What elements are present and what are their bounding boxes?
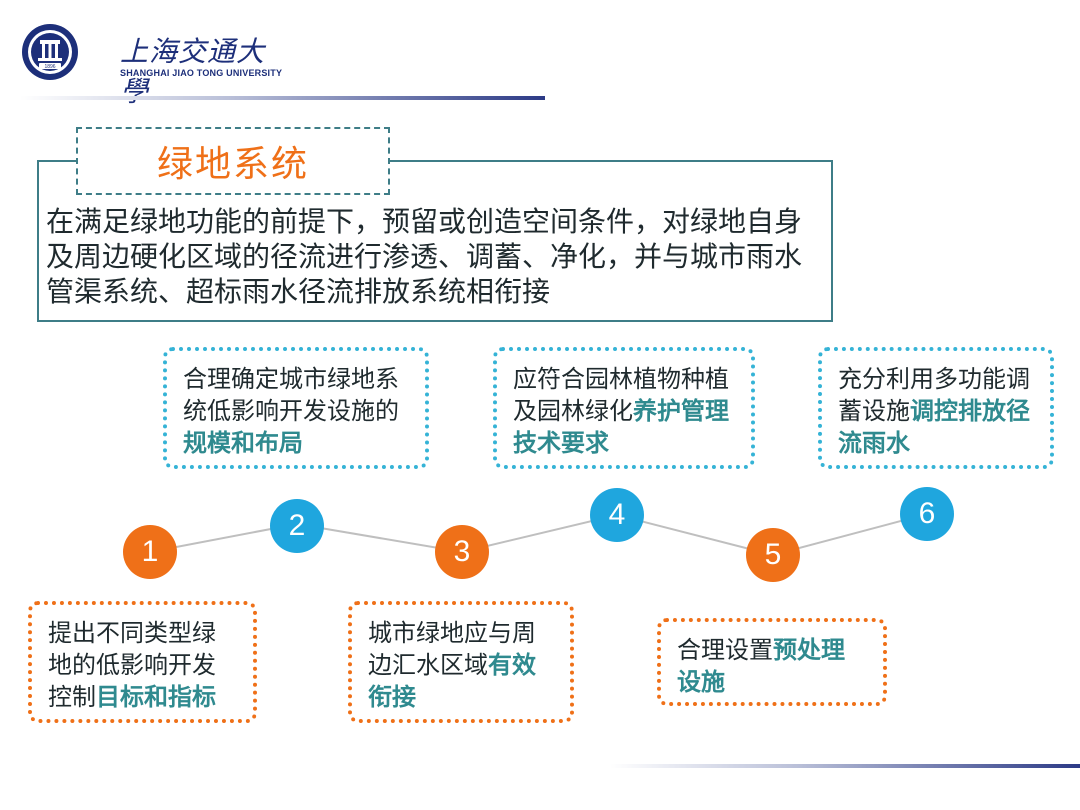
definition-text: 在满足绿地功能的前提下，预留或创造空间条件，对绿地自身及周边硬化区域的径流进行渗… xyxy=(46,205,803,308)
step-circle-5: 5 xyxy=(746,528,800,582)
step-highlight-4: 养护管理技术要求 xyxy=(513,397,729,457)
step-box-4: 应符合园林植物种植及园林绿化养护管理技术要求 xyxy=(493,347,755,469)
step-text-2: 合理确定城市绿地系统低影响开发设施的 xyxy=(183,365,399,425)
slide-title: 绿地系统 xyxy=(156,144,309,185)
step-text-4: 应符合园林植物种植及园林绿化 xyxy=(513,365,729,425)
step-text-3: 城市绿地应与周边汇水区域 xyxy=(368,619,536,679)
step-box-3: 城市绿地应与周边汇水区域有效衔接 xyxy=(348,601,574,723)
svg-text:1896: 1896 xyxy=(44,64,55,70)
step-circle-2: 2 xyxy=(270,499,324,553)
step-box-2: 合理确定城市绿地系统低影响开发设施的规模和布局 xyxy=(163,347,429,469)
step-highlight-6: 调控排放径流雨水 xyxy=(838,397,1030,457)
university-seal-icon: 1896 xyxy=(22,24,78,80)
step-circle-3: 3 xyxy=(435,525,489,579)
step-circle-6: 6 xyxy=(900,487,954,541)
step-highlight-2: 规模和布局 xyxy=(183,429,303,457)
logo-english-name: SHANGHAI JIAO TONG UNIVERSITY xyxy=(120,68,283,78)
step-text-6: 充分利用多功能调蓄设施 xyxy=(838,365,1030,425)
step-box-1: 提出不同类型绿地的低影响开发控制目标和指标 xyxy=(28,601,257,723)
step-highlight-1: 目标和指标 xyxy=(96,683,216,711)
step-circle-4: 4 xyxy=(590,488,644,542)
title-box: 绿地系统 xyxy=(76,127,390,195)
step-circle-1: 1 xyxy=(123,525,177,579)
step-highlight-5: 预处理设施 xyxy=(677,636,845,696)
step-box-6: 充分利用多功能调蓄设施调控排放径流雨水 xyxy=(818,347,1054,469)
step-highlight-3: 有效衔接 xyxy=(368,651,536,711)
step-text-1: 提出不同类型绿地的低影响开发控制 xyxy=(48,619,216,711)
header-divider xyxy=(20,96,545,100)
university-logo: 1896 上海交通大學 SHANGHAI JIAO TONG UNIVERSIT… xyxy=(20,22,282,108)
step-text-5: 合理设置 xyxy=(677,636,773,664)
step-box-5: 合理设置预处理设施 xyxy=(657,618,887,706)
logo-chinese-name: 上海交通大學 xyxy=(120,35,266,108)
footer-divider xyxy=(610,764,1080,768)
